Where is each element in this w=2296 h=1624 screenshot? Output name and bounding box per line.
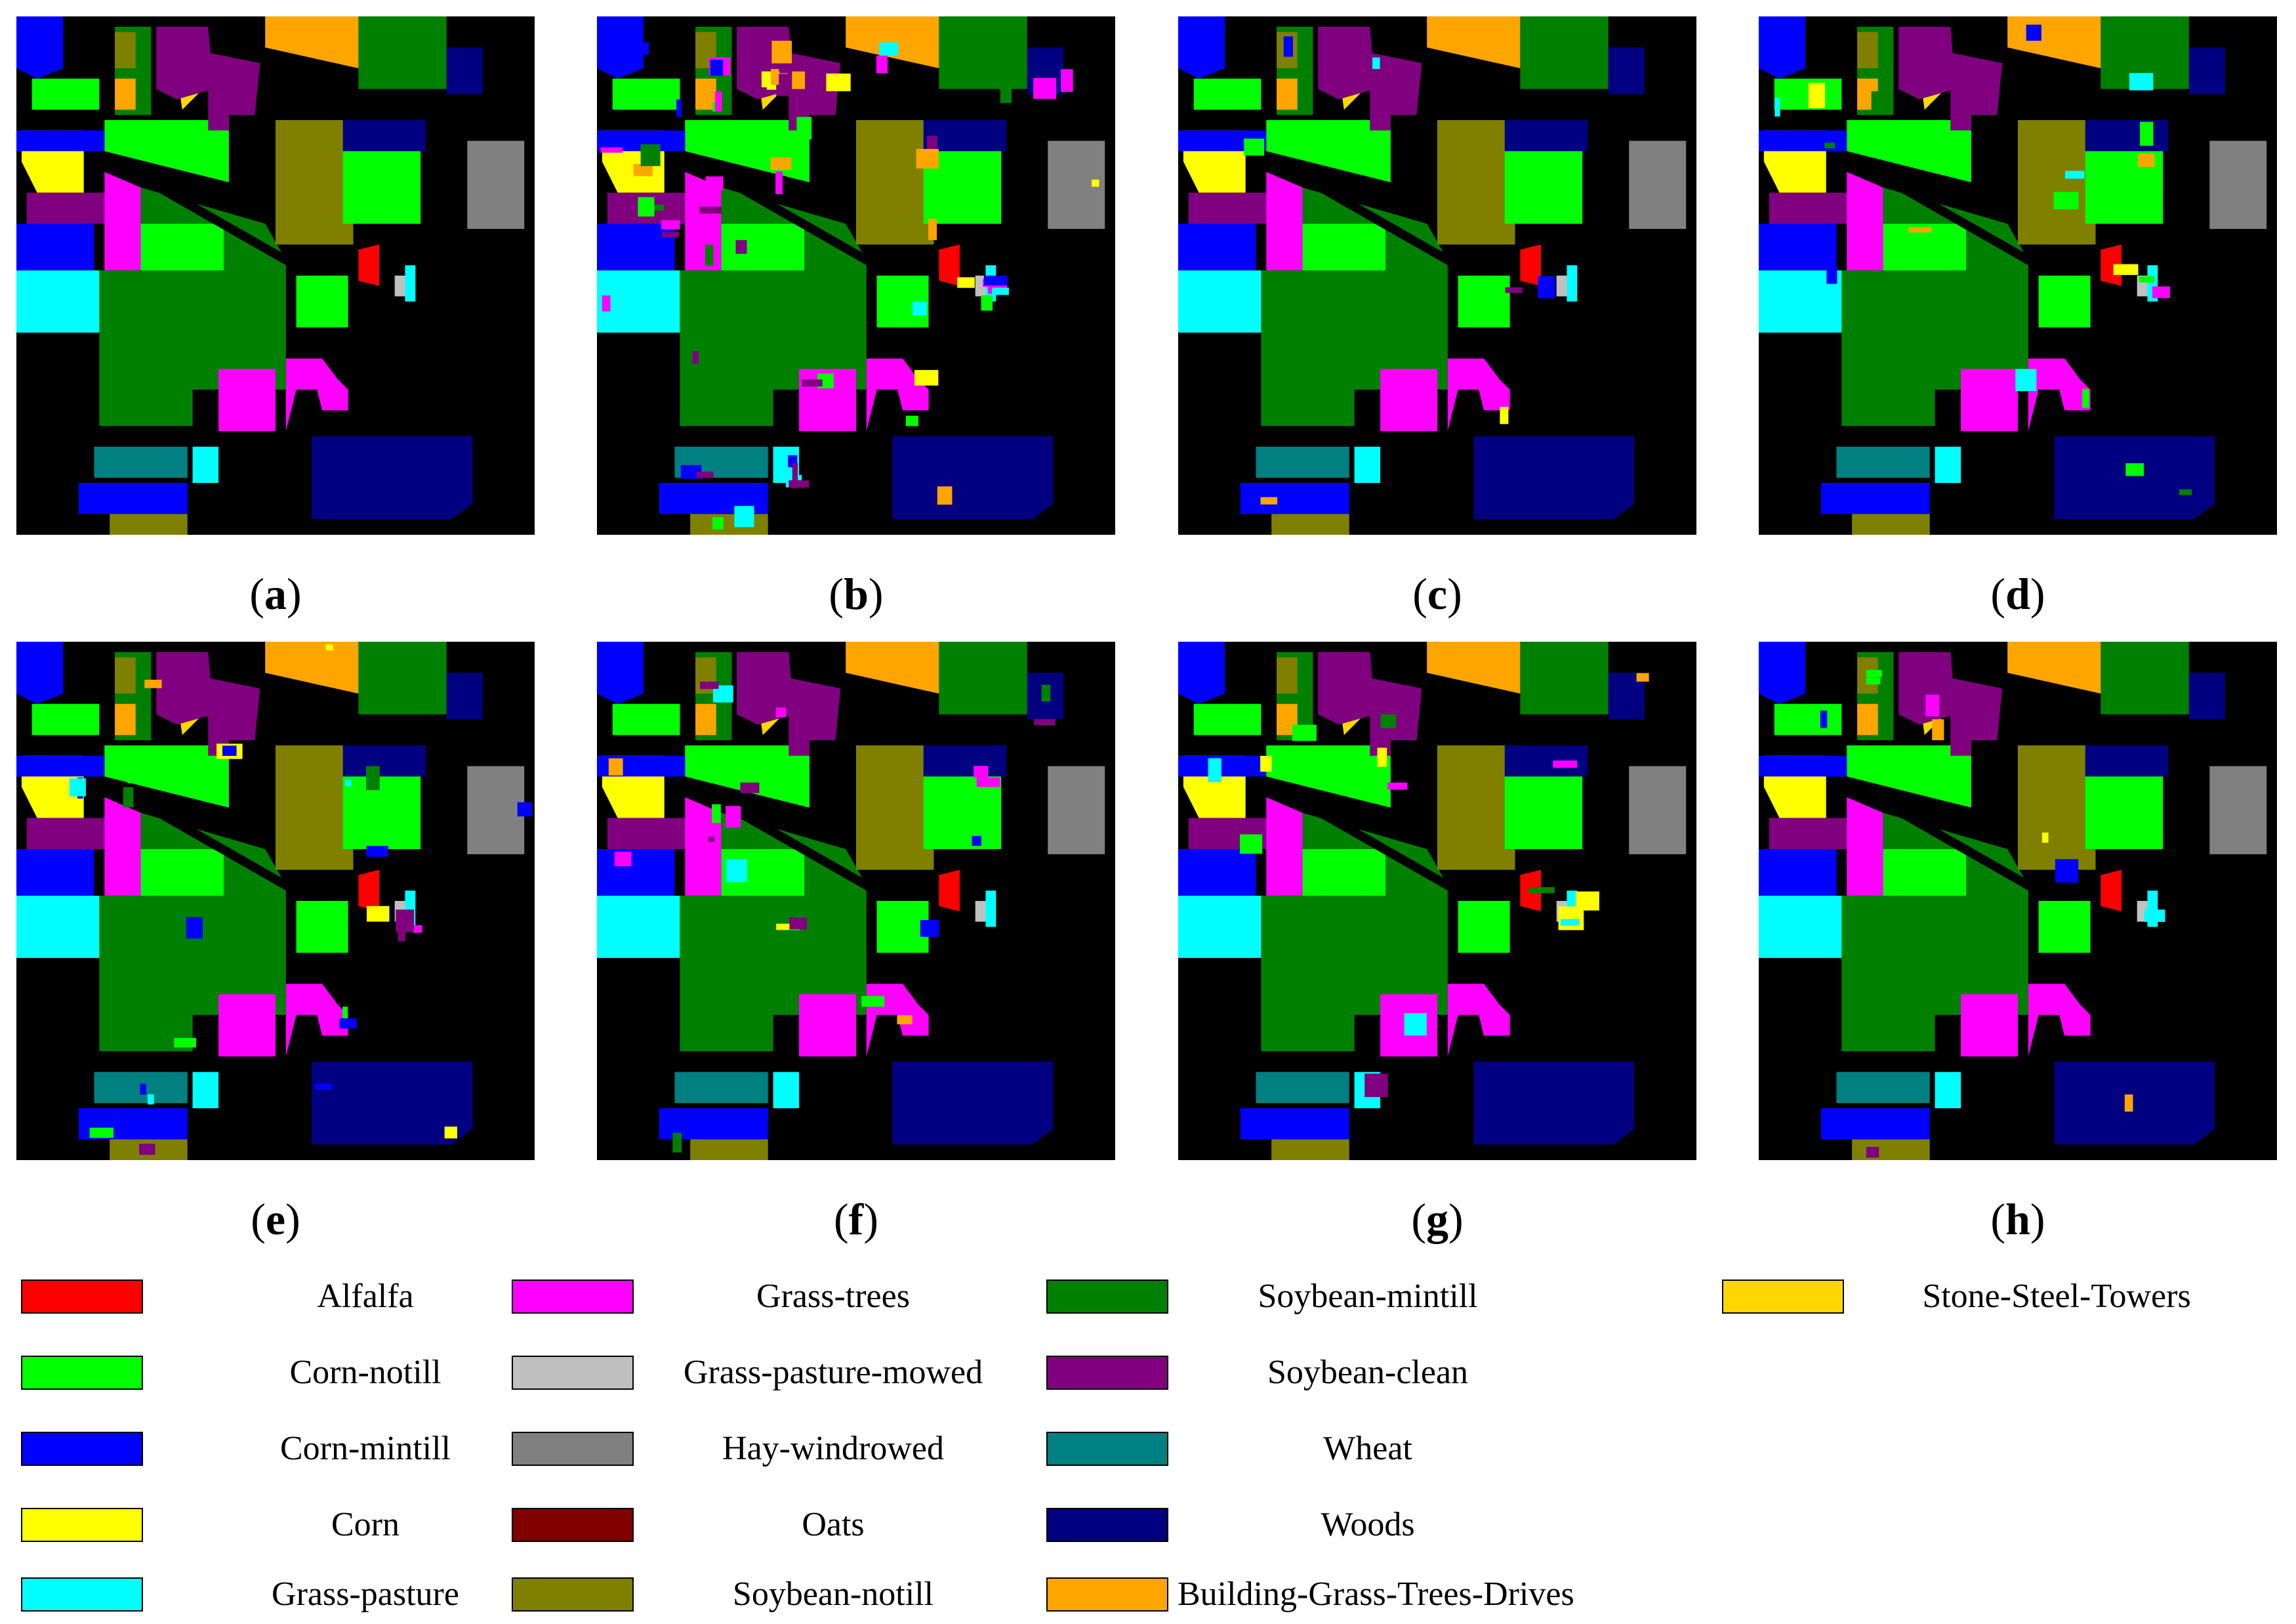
legend-swatch xyxy=(512,1356,634,1390)
legend-swatch xyxy=(512,1508,634,1542)
legend-label: Soybean-mintill xyxy=(1258,1278,1478,1315)
caption-c: (c) xyxy=(1412,569,1462,619)
classification-map-g xyxy=(1178,642,1696,1160)
legend-label: Soybean-clean xyxy=(1267,1354,1469,1391)
legend-label: Soybean-notill xyxy=(732,1575,934,1613)
legend-swatch xyxy=(1046,1508,1168,1542)
classification-map-d xyxy=(1759,16,2277,535)
legend-swatch xyxy=(1046,1577,1168,1612)
legend-label: Alfalfa xyxy=(317,1278,414,1315)
classification-map-e xyxy=(16,642,535,1160)
caption-h: (h) xyxy=(1990,1194,2045,1244)
legend-swatch xyxy=(21,1432,143,1466)
legend-label: Corn-mintill xyxy=(280,1430,451,1467)
caption-d: (d) xyxy=(1990,569,2045,619)
classification-map-b xyxy=(597,16,1115,535)
legend-swatch xyxy=(21,1577,143,1612)
legend-label: Wheat xyxy=(1323,1430,1412,1467)
caption-f: (f) xyxy=(834,1194,878,1244)
legend-swatch xyxy=(21,1280,143,1314)
classification-map-h xyxy=(1759,642,2277,1160)
legend-swatch xyxy=(21,1508,143,1542)
classification-map-f xyxy=(597,642,1115,1160)
caption-e: (e) xyxy=(251,1194,300,1244)
caption-b: (b) xyxy=(829,569,884,619)
legend-swatch xyxy=(1046,1432,1168,1466)
classification-map-a xyxy=(16,16,535,535)
caption-a: (a) xyxy=(249,569,302,619)
legend-label: Hay-windrowed xyxy=(722,1430,944,1467)
classification-map-c xyxy=(1178,16,1696,535)
legend-swatch xyxy=(1046,1280,1168,1314)
legend-label: Woods xyxy=(1321,1506,1415,1543)
caption-g: (g) xyxy=(1411,1194,1464,1244)
legend-swatch xyxy=(1722,1280,1844,1314)
legend-label: Grass-trees xyxy=(756,1278,910,1315)
legend-label: Stone-Steel-Towers xyxy=(1922,1278,2191,1315)
legend-swatch xyxy=(21,1356,143,1390)
legend-swatch xyxy=(512,1432,634,1466)
legend-label: Grass-pasture xyxy=(272,1575,459,1613)
legend-swatch xyxy=(1046,1356,1168,1390)
legend-label: Building-Grass-Trees-Drives xyxy=(1178,1575,1574,1613)
legend-label: Corn-notill xyxy=(289,1354,441,1391)
legend-swatch xyxy=(512,1280,634,1314)
legend-label: Oats xyxy=(802,1506,865,1543)
legend-swatch xyxy=(512,1577,634,1612)
legend-label: Corn xyxy=(331,1506,400,1543)
legend-label: Grass-pasture-mowed xyxy=(683,1354,983,1391)
